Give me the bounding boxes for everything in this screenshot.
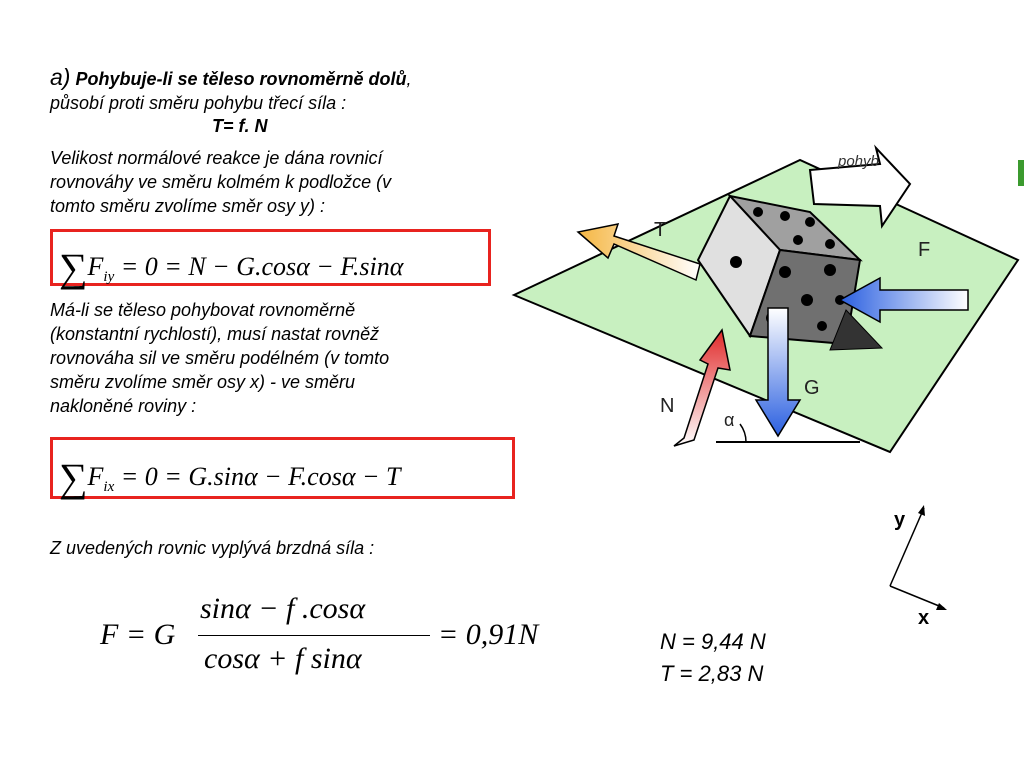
equation-x: ∑Fix = 0 = G.sinα − F.cosα − T xyxy=(59,448,401,500)
section-a-line2: působí proti směru pohybu třecí síla : xyxy=(50,93,347,113)
final-lhs: F = G xyxy=(100,618,176,651)
friction-formula: T= f. N xyxy=(212,116,268,136)
cube-shadow xyxy=(829,309,884,351)
equation-y-rhs: = 0 = N − G.cosα − F.sinα xyxy=(120,252,404,281)
equation-y-force: F xyxy=(87,252,104,281)
x-axis xyxy=(889,585,945,609)
equation-x-box: ∑Fix = 0 = G.sinα − F.cosα − T xyxy=(50,437,515,500)
sum-symbol: ∑ xyxy=(59,245,88,290)
equation-x-rhs: = 0 = G.sinα − F.cosα − T xyxy=(120,462,401,491)
x-axis-arrowhead xyxy=(936,603,947,610)
uniform-motion-line: rovnováha sil ve směru podélném (v tomto xyxy=(50,348,390,368)
normal-reaction-line: tomto směru zvolíme směr osy y) : xyxy=(50,196,326,216)
n-force-arrow xyxy=(673,328,731,447)
equation-y: ∑Fiy = 0 = N − G.cosα − F.sinα xyxy=(59,238,404,290)
section-a-heading-tail: , xyxy=(406,69,412,89)
f-force-arrow xyxy=(838,276,969,324)
result-t: T = 2,83 N xyxy=(660,661,764,686)
uniform-motion-line: směru zvolíme směr osy x) - ve směru xyxy=(50,372,356,392)
section-a-heading: Pohybuje-li se těleso rovnoměrně dolů xyxy=(75,69,407,89)
final-result: = 0,91N xyxy=(438,618,539,651)
g-force-arrow xyxy=(754,307,802,438)
uniform-motion-line: nakloněné roviny : xyxy=(50,396,197,416)
fraction-bar xyxy=(198,635,430,636)
final-equation: F = G sinα − f .cosα cosα + f sinα = 0,9… xyxy=(100,590,580,690)
angle-label: α xyxy=(724,410,734,430)
equation-y-box: ∑Fiy = 0 = N − G.cosα − F.sinα xyxy=(50,229,491,290)
t-label: T xyxy=(654,219,666,241)
y-axis-arrowhead xyxy=(918,505,925,516)
y-axis-label: y xyxy=(894,509,906,531)
equation-x-force: F xyxy=(87,462,104,491)
final-numerator: sinα − f .cosα xyxy=(200,592,366,625)
sum-symbol: ∑ xyxy=(59,455,88,500)
x-axis-label: x xyxy=(918,607,929,629)
final-denominator: cosα + f sinα xyxy=(204,642,362,675)
motion-arrow xyxy=(808,144,912,229)
uniform-motion-line: Má-li se těleso pohybovat rovnoměrně xyxy=(50,300,356,320)
normal-reaction-line: Velikost normálové reakce je dána rovnic… xyxy=(50,148,383,168)
uniform-motion-line: (konstantní rychlostí), musí nastat rovn… xyxy=(50,324,380,344)
motion-label: pohyb xyxy=(837,153,879,170)
section-a-title: a) Pohybuje-li se těleso rovnoměrně dolů… xyxy=(50,66,412,91)
result-n: N = 9,44 N xyxy=(660,629,766,654)
section-a-prefix: a) xyxy=(50,64,71,90)
f-label: F xyxy=(918,239,930,261)
inclined-plane-diagram: pohyb T F G N α xyxy=(511,144,1024,454)
conclusion-text: Z uvedených rovnic vyplývá brzdná síla : xyxy=(50,538,375,558)
equation-y-subscript: iy xyxy=(103,269,115,285)
y-axis xyxy=(889,507,925,587)
coordinate-axes: y x xyxy=(889,505,947,629)
t-force-arrow xyxy=(576,223,701,282)
equation-x-subscript: ix xyxy=(103,479,115,495)
plane-edge-marker xyxy=(1018,160,1024,186)
angle-arc xyxy=(739,423,747,443)
g-label: G xyxy=(804,377,820,399)
normal-reaction-line: rovnováhy ve směru kolmém k podložce (v xyxy=(50,172,392,192)
n-label: N xyxy=(660,395,674,417)
